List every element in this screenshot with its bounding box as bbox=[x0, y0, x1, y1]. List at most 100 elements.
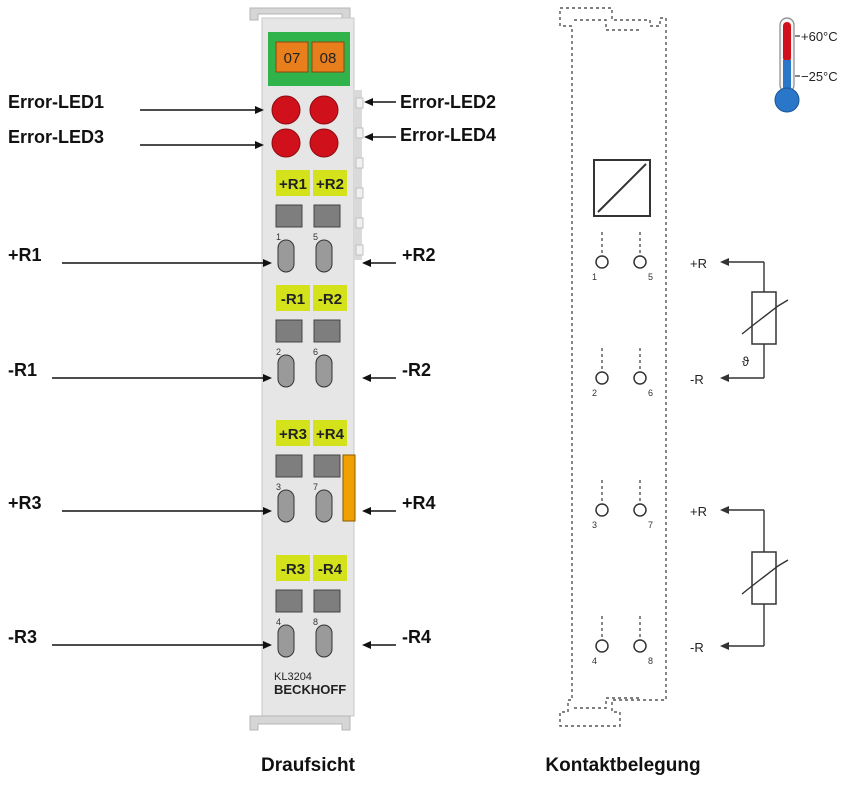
terminal-label-plus-r3: +R3 bbox=[279, 426, 307, 443]
pointer-minus-r1: -R1 bbox=[8, 360, 37, 380]
error-led-1 bbox=[271, 95, 301, 125]
release-slot[interactable] bbox=[275, 454, 303, 478]
wire-entry[interactable] bbox=[277, 489, 295, 523]
wiring-label-plus-r-1: +R bbox=[690, 256, 707, 271]
wire-entry[interactable] bbox=[315, 489, 333, 523]
wiring-label-minus-r-1: -R bbox=[690, 372, 704, 387]
terminal-number: 1 bbox=[276, 232, 281, 242]
terminal-label-plus-r2: +R2 bbox=[316, 176, 344, 193]
terminal-label-minus-r4: -R4 bbox=[318, 561, 343, 578]
wire-entry[interactable] bbox=[277, 624, 295, 658]
contact bbox=[595, 255, 609, 269]
contact bbox=[595, 371, 609, 385]
contact bbox=[633, 371, 647, 385]
release-slot[interactable] bbox=[313, 319, 341, 343]
contact bbox=[633, 639, 647, 653]
led-pointers: Error-LED1 Error-LED2 Error-LED3 Error-L… bbox=[8, 92, 496, 149]
terminal-label-plate bbox=[313, 420, 347, 446]
theta-symbol: ϑ bbox=[742, 354, 750, 369]
terminal-row-2: 2 6 bbox=[275, 319, 341, 388]
release-slot[interactable] bbox=[313, 589, 341, 613]
contact-number: 3 bbox=[592, 520, 597, 530]
contacts: 1 5 2 6 3 7 4 8 bbox=[592, 232, 653, 666]
terminal-label-plate bbox=[276, 170, 310, 196]
contact bbox=[595, 639, 609, 653]
terminal-number: 6 bbox=[313, 347, 318, 357]
label-error-led1: Error-LED1 bbox=[8, 92, 104, 112]
bottom-clip bbox=[249, 715, 351, 731]
terminal-number: 4 bbox=[276, 617, 281, 627]
terminal-row-3: 3 7 bbox=[275, 454, 356, 523]
release-slot[interactable] bbox=[313, 454, 341, 478]
terminal-module: 07 08 +R1 +R2 -R1 -R2 +R3 +R4 -R3 -R4 bbox=[249, 7, 364, 731]
pointer-minus-r3: -R3 bbox=[8, 627, 37, 647]
pointer-minus-r2: -R2 bbox=[402, 360, 431, 380]
label-error-led3: Error-LED3 bbox=[8, 127, 104, 147]
side-tab bbox=[355, 157, 364, 169]
rtd-wiring-2: +R -R bbox=[690, 504, 789, 655]
terminal-number: 3 bbox=[276, 482, 281, 492]
terminal-row-4: 4 8 bbox=[275, 589, 341, 658]
release-slot[interactable] bbox=[275, 319, 303, 343]
wire-entry[interactable] bbox=[277, 239, 295, 273]
release-slot[interactable] bbox=[275, 204, 303, 228]
pointer-minus-r4: -R4 bbox=[402, 627, 431, 647]
error-led-3 bbox=[271, 128, 301, 158]
terminal-label-plate bbox=[276, 420, 310, 446]
terminal-label-plate bbox=[313, 555, 347, 581]
channel-label-07: 07 bbox=[284, 50, 301, 67]
wire-entry[interactable] bbox=[315, 354, 333, 388]
pointer-plus-r2: +R2 bbox=[402, 245, 436, 265]
terminal-row-1: 1 5 bbox=[275, 204, 341, 273]
wiring-label-plus-r-2: +R bbox=[690, 504, 707, 519]
side-tab bbox=[355, 244, 364, 256]
channel-badge-08 bbox=[311, 41, 345, 73]
terminal-label-plus-r4: +R4 bbox=[316, 426, 345, 443]
rtd-resistor bbox=[751, 291, 777, 345]
label-error-led2: Error-LED2 bbox=[400, 92, 496, 112]
temp-max-label: +60°C bbox=[801, 29, 838, 44]
contact bbox=[633, 255, 647, 269]
terminal-label-plate bbox=[276, 555, 310, 581]
terminal-number: 7 bbox=[313, 482, 318, 492]
terminal-label-minus-r1: -R1 bbox=[281, 291, 305, 308]
contact-number: 2 bbox=[592, 388, 597, 398]
top-clip bbox=[249, 7, 351, 21]
module-side-rail bbox=[354, 90, 362, 260]
channel-badge-07 bbox=[275, 41, 309, 73]
side-tab bbox=[355, 187, 364, 199]
wire-entry[interactable] bbox=[315, 624, 333, 658]
rtd-wiring-1: +R -R ϑ bbox=[690, 256, 789, 387]
brand-name: BECKHOFF bbox=[274, 682, 346, 697]
release-slot[interactable] bbox=[275, 589, 303, 613]
wire-entry[interactable] bbox=[277, 354, 295, 388]
terminal-label-plate bbox=[276, 285, 310, 311]
terminal-pointers: +R1 +R2 -R1 -R2 +R3 +R4 -R3 -R4 bbox=[8, 245, 436, 649]
terminal-number: 8 bbox=[313, 617, 318, 627]
terminal-label-plate bbox=[313, 170, 347, 196]
pointer-plus-r4: +R4 bbox=[402, 493, 436, 513]
pointer-plus-r3: +R3 bbox=[8, 493, 42, 513]
thermometer-icon: +60°C −25°C bbox=[774, 17, 838, 113]
wire-entry[interactable] bbox=[315, 239, 333, 273]
contact-number: 5 bbox=[648, 272, 653, 282]
temp-min-label: −25°C bbox=[801, 69, 838, 84]
model-number: KL3204 bbox=[274, 671, 312, 683]
release-slot[interactable] bbox=[313, 204, 341, 228]
contact-number: 4 bbox=[592, 656, 597, 666]
contact-assignment: 1 5 2 6 3 7 4 8 +R bbox=[559, 7, 789, 727]
caption-top-view: Draufsicht bbox=[261, 755, 356, 776]
contact-number: 1 bbox=[592, 272, 597, 282]
contact-number: 6 bbox=[648, 388, 653, 398]
label-error-led4: Error-LED4 bbox=[400, 125, 496, 145]
terminal-label-minus-r2: -R2 bbox=[318, 291, 342, 308]
error-led-2 bbox=[309, 95, 339, 125]
contact bbox=[595, 503, 609, 517]
contact-number: 8 bbox=[648, 656, 653, 666]
rtd-resistor bbox=[751, 551, 777, 605]
terminal-label-plus-r1: +R1 bbox=[279, 176, 307, 193]
error-led-4 bbox=[309, 128, 339, 158]
channel-label-08: 08 bbox=[320, 50, 337, 67]
